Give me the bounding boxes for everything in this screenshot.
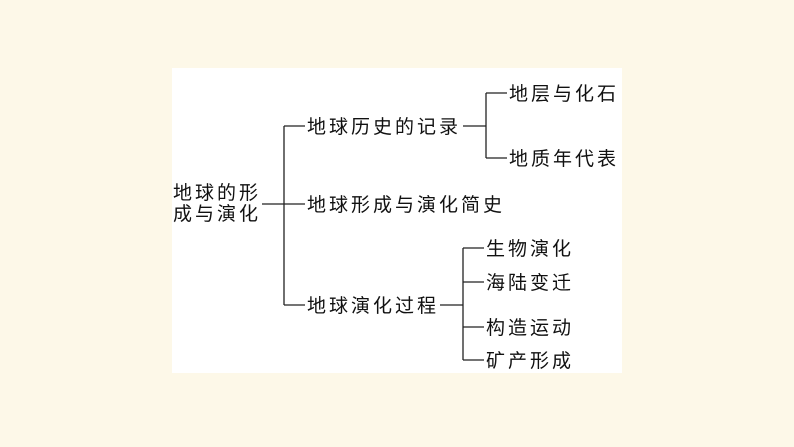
leaf-node: 构造运动 xyxy=(486,317,575,339)
branch-node: 地球演化过程 xyxy=(307,295,440,317)
leaf-node: 地质年代表 xyxy=(509,148,620,170)
root-node-line1: 地球的形 xyxy=(173,182,262,204)
leaf-node: 生物演化 xyxy=(486,238,575,260)
branch-node: 地球形成与演化简史 xyxy=(307,194,506,216)
root-node-line2: 成与演化 xyxy=(173,203,262,225)
leaf-node: 矿产形成 xyxy=(486,350,575,372)
leaf-node: 地层与化石 xyxy=(509,83,620,105)
leaf-node: 海陆变迁 xyxy=(486,272,575,294)
branch-node: 地球历史的记录 xyxy=(307,116,462,138)
diagram-card xyxy=(172,68,622,373)
